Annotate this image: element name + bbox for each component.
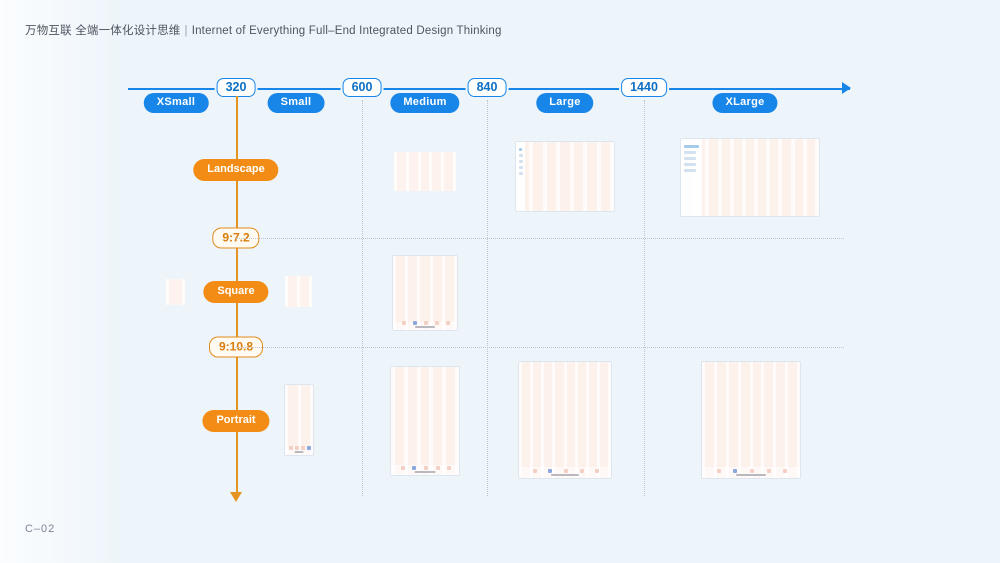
tab-bar-icon [580, 469, 584, 473]
device-mockup-square-small [285, 276, 312, 307]
home-indicator [294, 451, 304, 453]
orientation-axis-arrow-icon [230, 492, 242, 502]
tab-bar-icon [767, 469, 771, 473]
navigation-sidebar [681, 139, 702, 216]
bottom-tab-bar [702, 467, 800, 478]
column-grid-overlay [285, 276, 312, 307]
bottom-tab-bar [519, 467, 611, 478]
column-grid-overlay [166, 279, 185, 305]
page-title: 万物互联 全端一体化设计思维|Internet of Everything Fu… [25, 22, 502, 38]
page-code: C–02 [25, 523, 56, 535]
tab-bar-icon [533, 469, 537, 473]
sidebar-nav-item [519, 172, 523, 175]
sidebar-nav-item [519, 166, 523, 169]
column-grid-overlay [394, 152, 456, 191]
device-mockup-portrait-large [518, 361, 612, 479]
size-class-chip-xsmall[interactable]: XSmall [143, 93, 209, 113]
size-class-chip-small[interactable]: Small [267, 93, 325, 113]
sidebar-nav-item [684, 145, 699, 148]
device-mockup-square-xsmall [166, 279, 185, 305]
page-title-en: Internet of Everything Full–End Integrat… [191, 25, 502, 37]
column-grid-overlay [519, 362, 611, 478]
column-grid-overlay [702, 362, 800, 478]
sidebar-nav-item [519, 154, 523, 157]
sidebar-nav-item [684, 157, 696, 160]
tab-bar-icon [289, 446, 293, 450]
home-indicator [414, 471, 436, 473]
sidebar-nav-item [684, 169, 696, 172]
tab-bar-icon [412, 466, 416, 470]
tab-bar-icon [733, 469, 737, 473]
vertical-grid-divider [487, 100, 488, 496]
breakpoint-value-600: 600 [342, 78, 382, 97]
background-wash [0, 0, 120, 563]
horizontal-grid-divider [236, 347, 844, 348]
size-class-chip-medium[interactable]: Medium [390, 93, 460, 113]
column-grid-overlay [285, 385, 313, 455]
tab-bar-icon [436, 466, 440, 470]
breakpoint-axis-arrow-icon [842, 82, 851, 94]
home-indicator [415, 326, 435, 328]
tab-bar-icon [401, 466, 405, 470]
tab-bar-icon [424, 466, 428, 470]
tab-bar-icon [307, 446, 311, 450]
tab-bar-icon [750, 469, 754, 473]
tab-bar-icon [295, 446, 299, 450]
breakpoint-value-1440: 1440 [621, 78, 667, 97]
orientation-chip-portrait[interactable]: Portrait [202, 410, 270, 432]
sidebar-nav-item [684, 163, 696, 166]
tab-bar-icon [595, 469, 599, 473]
size-class-chip-large[interactable]: Large [536, 93, 594, 113]
tab-bar-icon [413, 321, 417, 325]
tab-bar-icon [435, 321, 439, 325]
device-mockup-landscape-medium [515, 141, 615, 212]
home-indicator [551, 474, 579, 476]
tab-bar-icon [717, 469, 721, 473]
sidebar-nav-item [519, 160, 523, 163]
breakpoint-value-320: 320 [216, 78, 256, 97]
horizontal-grid-divider [236, 238, 844, 239]
tab-bar-icon [548, 469, 552, 473]
device-mockup-landscape-large [680, 138, 820, 217]
page-title-cn: 万物互联 全端一体化设计思维 [25, 25, 181, 37]
sidebar-nav-item [519, 148, 522, 151]
tab-bar-icon [447, 466, 451, 470]
vertical-grid-divider [362, 100, 363, 496]
tab-bar-icon [402, 321, 406, 325]
tab-bar-icon [424, 321, 428, 325]
breakpoint-value-840: 840 [467, 78, 507, 97]
bottom-tab-bar [391, 465, 459, 475]
tab-bar-icon [301, 446, 305, 450]
size-class-chip-xlarge[interactable]: XLarge [712, 93, 778, 113]
device-mockup-portrait-small [284, 384, 314, 456]
home-indicator [736, 474, 766, 476]
column-grid-overlay [391, 367, 459, 475]
tab-bar-icon [564, 469, 568, 473]
title-separator: | [184, 25, 188, 37]
navigation-sidebar [516, 142, 525, 211]
device-mockup-portrait-medium [390, 366, 460, 476]
tab-bar-icon [783, 469, 787, 473]
device-mockup-landscape-small [394, 152, 456, 191]
column-grid-overlay [516, 142, 614, 211]
orientation-chip-landscape[interactable]: Landscape [193, 159, 279, 181]
orientation-chip-square[interactable]: Square [203, 281, 269, 303]
column-grid-overlay [393, 256, 457, 330]
device-mockup-square-medium [392, 255, 458, 331]
sidebar-nav-item [684, 151, 696, 154]
tab-bar-icon [446, 321, 450, 325]
vertical-grid-divider [644, 100, 645, 496]
device-mockup-portrait-xlarge [701, 361, 801, 479]
